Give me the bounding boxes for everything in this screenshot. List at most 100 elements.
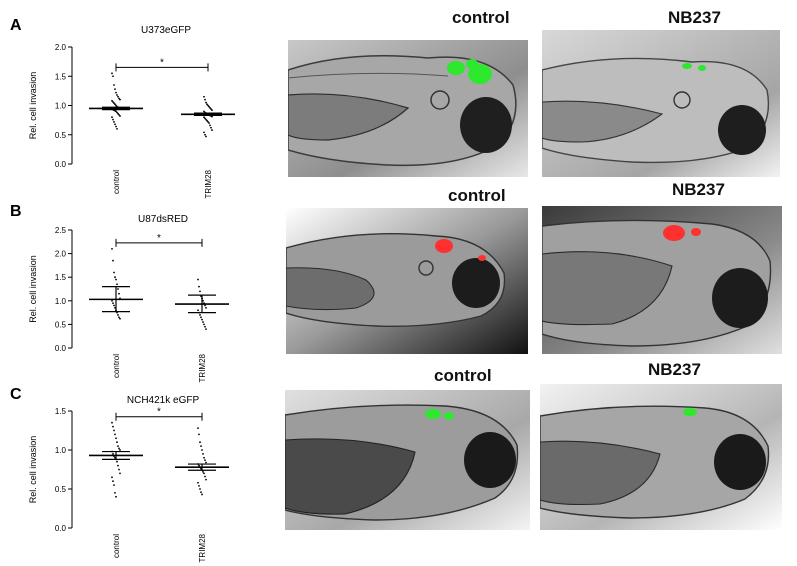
y-tick-label: 1.5: [55, 72, 67, 81]
data-point: [113, 120, 115, 123]
zebrafish-image-nch421k-control: [285, 390, 530, 530]
data-point: [205, 461, 207, 464]
image-label-row3-control: control: [434, 366, 492, 385]
data-point: [203, 131, 205, 134]
data-point: [204, 325, 206, 328]
data-point: [205, 478, 207, 481]
y-tick-label: 0.5: [55, 131, 67, 140]
data-point: [202, 470, 204, 473]
data-point: [202, 453, 204, 455]
data-point: [117, 314, 119, 316]
data-point: [115, 110, 117, 113]
data-point: [112, 302, 114, 305]
data-point: [118, 292, 120, 295]
data-point: [112, 259, 114, 262]
data-point: [205, 328, 207, 331]
data-point: [115, 91, 117, 94]
data-point: [116, 111, 118, 114]
data-point: [117, 445, 119, 447]
data-point: [111, 247, 113, 250]
y-tick-label: 0.0: [55, 160, 67, 169]
data-point: [119, 472, 121, 475]
data-point: [111, 116, 113, 119]
data-point: [116, 441, 118, 444]
y-tick-label: 2.0: [55, 43, 67, 52]
data-point: [111, 72, 113, 75]
data-point: [117, 288, 119, 290]
data-point: [197, 481, 199, 484]
data-point: [209, 106, 211, 109]
data-point: [204, 133, 206, 136]
y-tick-label: 0.5: [55, 320, 67, 329]
data-point: [203, 116, 205, 119]
data-point: [113, 484, 115, 486]
data-point: [201, 318, 203, 321]
chart-title: U87dsRED: [138, 214, 188, 225]
panel-letter-c: C: [10, 386, 22, 403]
data-point: [113, 271, 115, 274]
y-tick-label: 1.0: [55, 102, 67, 111]
data-point: [201, 493, 203, 496]
data-point: [117, 95, 119, 98]
data-point: [204, 459, 206, 462]
panel-letter-a: A: [10, 17, 22, 34]
data-point: [116, 128, 118, 130]
data-point: [211, 109, 213, 112]
data-point: [114, 123, 116, 126]
data-point: [116, 283, 118, 286]
data-point: [113, 304, 115, 307]
data-point: [117, 464, 119, 467]
y-axis-label: Rel. cell invasion: [28, 436, 38, 504]
data-point: [207, 104, 209, 107]
data-point: [116, 94, 118, 96]
data-point: [205, 135, 207, 138]
data-point: [208, 122, 210, 124]
image-label-row2-control: control: [448, 186, 506, 205]
data-point: [118, 447, 120, 450]
data-point: [201, 449, 203, 451]
zebrafish-image-u87-control: [286, 208, 528, 354]
data-point: [198, 484, 200, 487]
data-point: [115, 437, 117, 440]
chart-title: U373eGFP: [141, 25, 191, 36]
data-point: [113, 102, 115, 105]
zebrafish-image-nch421k-nb237: [540, 384, 782, 530]
data-point: [198, 464, 200, 467]
y-tick-label: 0.0: [55, 524, 67, 533]
data-point: [112, 453, 114, 455]
data-point: [204, 304, 206, 307]
significance-star: *: [157, 407, 161, 418]
data-point: [115, 104, 117, 107]
data-point: [199, 488, 201, 490]
significance-star: *: [157, 233, 161, 244]
data-point: [206, 103, 208, 106]
data-point: [197, 427, 199, 430]
zebrafish-image-u373-nb237: [542, 30, 780, 177]
data-point: [210, 108, 212, 110]
data-point: [203, 456, 205, 459]
image-label-row3-nb237: NB237: [648, 360, 701, 379]
data-point: [114, 103, 116, 106]
data-point: [202, 321, 204, 323]
data-point: [112, 101, 114, 103]
data-point: [118, 468, 120, 471]
data-point: [204, 475, 206, 478]
data-point: [118, 97, 120, 100]
y-tick-label: 0.5: [55, 485, 67, 494]
x-tick-label: TRIM28: [204, 169, 213, 198]
image-label-row1-control: control: [452, 8, 510, 27]
data-point: [197, 278, 199, 281]
zebrafish-image-u373-control: [288, 40, 528, 177]
y-tick-label: 2.5: [55, 226, 67, 235]
data-point: [118, 113, 120, 116]
data-point: [203, 95, 205, 98]
data-point: [209, 124, 211, 127]
data-point: [204, 98, 206, 101]
data-point: [203, 323, 205, 326]
data-point: [205, 306, 207, 309]
data-point: [115, 125, 117, 128]
data-point: [203, 110, 205, 113]
